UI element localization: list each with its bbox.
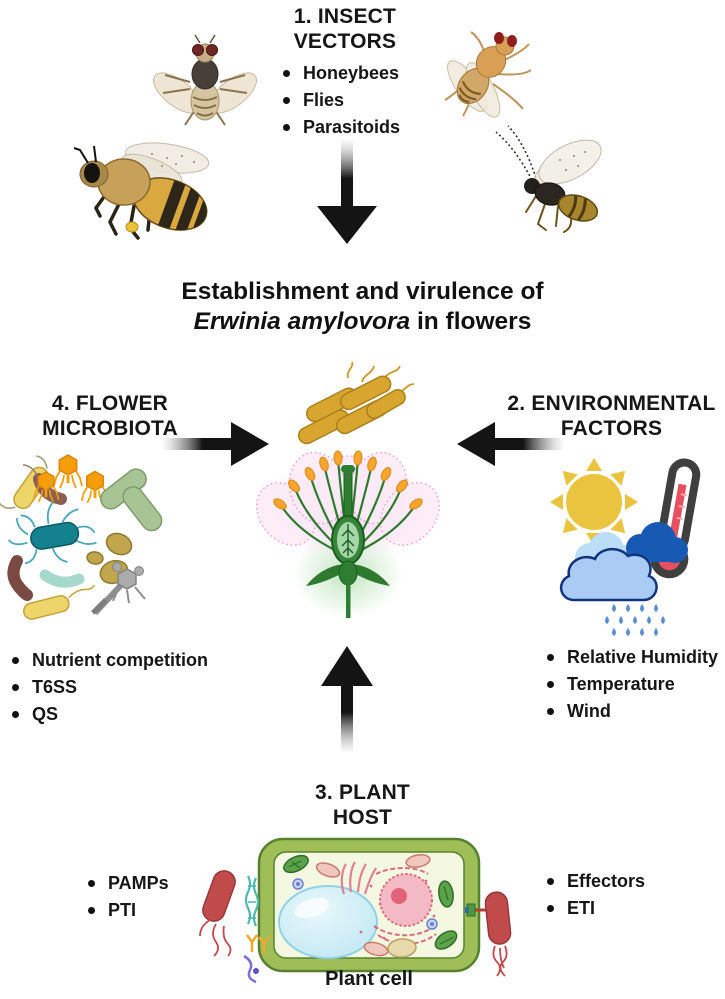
bullet-item: PAMPs: [88, 870, 169, 897]
bullet-item: Nutrient competition: [12, 647, 208, 674]
yellow-rod-bacterium: [23, 584, 95, 620]
bullet-item: Honeybees: [283, 60, 400, 87]
title-line-1: Establishment and virulence of: [181, 278, 544, 305]
left-pointing-arrow: [457, 422, 563, 466]
receptor-y-icon: [245, 934, 271, 954]
parasitoid-wasp-icon: [495, 125, 602, 233]
bullet-item: Effectors: [547, 868, 645, 895]
right-pointing-arrow: [163, 422, 269, 466]
teal-flagellated-bacterium: [7, 502, 97, 565]
plant-cell-illustration: [257, 837, 481, 973]
bullet-item: ETI: [547, 895, 645, 922]
t3ss-injection-pin: [465, 903, 487, 917]
signal-squiggle: [243, 954, 259, 984]
honeybee-icon: [73, 142, 214, 240]
plant-cell-label: Plant cell: [325, 968, 413, 990]
erwinia-bacteria-cluster: [298, 361, 415, 445]
green-rod-bacteria: [100, 468, 163, 532]
flower-microbiota-bullets: Nutrient competition T6SS QS: [12, 647, 208, 728]
section-heading-flower-microbiota: 4. FLOWER MICROBIOTA: [42, 392, 178, 440]
rain-icon: [605, 604, 665, 636]
nucleus: [379, 873, 433, 927]
plant-host-bullets-right: Effectors ETI: [547, 868, 645, 922]
bullet-item: QS: [12, 701, 208, 728]
light-teal-curved-bacterium: [39, 569, 85, 588]
flagella: [492, 945, 508, 977]
weather-illustration: [550, 458, 701, 636]
anthers: [273, 450, 423, 510]
environmental-factors-bullets: Relative Humidity Temperature Wind: [547, 644, 718, 725]
title-line-2: Erwinia amylovora in flowers: [0, 307, 725, 337]
rain-cloud-icon: [559, 548, 658, 602]
up-arrow: [321, 646, 373, 752]
plant-host-bullets-left: PAMPs PTI: [88, 870, 169, 924]
pistil: [331, 465, 365, 565]
down-arrow: [317, 140, 377, 244]
section-heading-plant-host: 3. PLANT HOST: [315, 781, 410, 829]
peroxisomes: [292, 878, 438, 930]
bullet-item: Flies: [283, 87, 400, 114]
bullet-item: Temperature: [547, 671, 718, 698]
section-heading-insect-vectors: 1. INSECT VECTORS: [293, 5, 397, 53]
flagella: [199, 919, 232, 957]
microbiota-illustration: [0, 454, 163, 620]
vacuole: [278, 885, 378, 959]
bullet-item: PTI: [88, 897, 169, 924]
fruit-fly-icon: [444, 31, 532, 118]
flower-cross-section: [256, 450, 440, 618]
diagram-title: Establishment and virulence of Erwinia a…: [0, 277, 725, 337]
bacteriophage-icon: [53, 454, 83, 489]
sun-icon: [550, 458, 638, 546]
amyloplast: [387, 938, 417, 958]
bullet-item: Relative Humidity: [547, 644, 718, 671]
red-bacterium-left: [199, 870, 271, 984]
section-heading-environmental-factors: 2. ENVIRONMENTAL FACTORS: [507, 392, 716, 440]
nucleolus: [391, 888, 407, 904]
bullet-item: T6SS: [12, 674, 208, 701]
chloroplasts: [283, 854, 458, 950]
golgi-er: [340, 861, 377, 895]
insect-vectors-bullets: Honeybees Flies Parasitoids: [283, 60, 400, 141]
bullet-item: Wind: [547, 698, 718, 725]
dark-brown-curved-bacterium: [7, 555, 33, 601]
red-bacterium-right: [465, 891, 512, 977]
gray-bacteriophage: [91, 562, 146, 616]
bullet-item: Parasitoids: [283, 114, 400, 141]
pattern-recognition-receptor: [244, 875, 260, 927]
title-line-2-rest: in flowers: [410, 308, 532, 335]
fly-icon: [153, 34, 257, 126]
mitochondria: [315, 853, 431, 957]
sepals-and-stem: [306, 560, 390, 618]
species-name: Erwinia amylovora: [193, 308, 411, 335]
